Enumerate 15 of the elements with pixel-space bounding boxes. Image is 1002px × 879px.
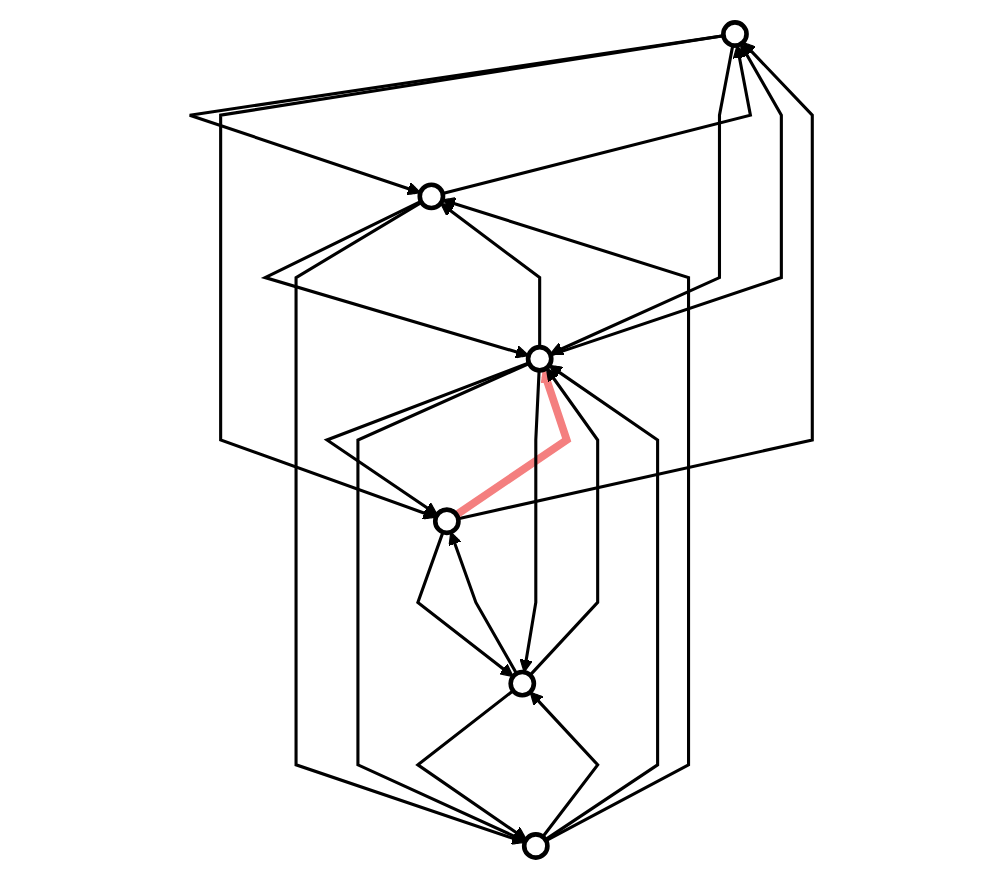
arrow	[529, 367, 600, 676]
node-circle	[521, 831, 550, 860]
node-circle	[432, 506, 461, 535]
arrow	[549, 44, 735, 355]
node-circle	[508, 669, 537, 698]
arrow	[415, 689, 527, 840]
arrow	[441, 196, 691, 842]
arrow	[219, 33, 724, 520]
arrow	[529, 691, 600, 838]
node-circle	[721, 19, 749, 48]
arrow	[260, 199, 530, 359]
node-circle	[525, 344, 554, 373]
node-circle	[417, 181, 446, 210]
arrow	[448, 531, 518, 674]
arrow	[544, 364, 660, 841]
